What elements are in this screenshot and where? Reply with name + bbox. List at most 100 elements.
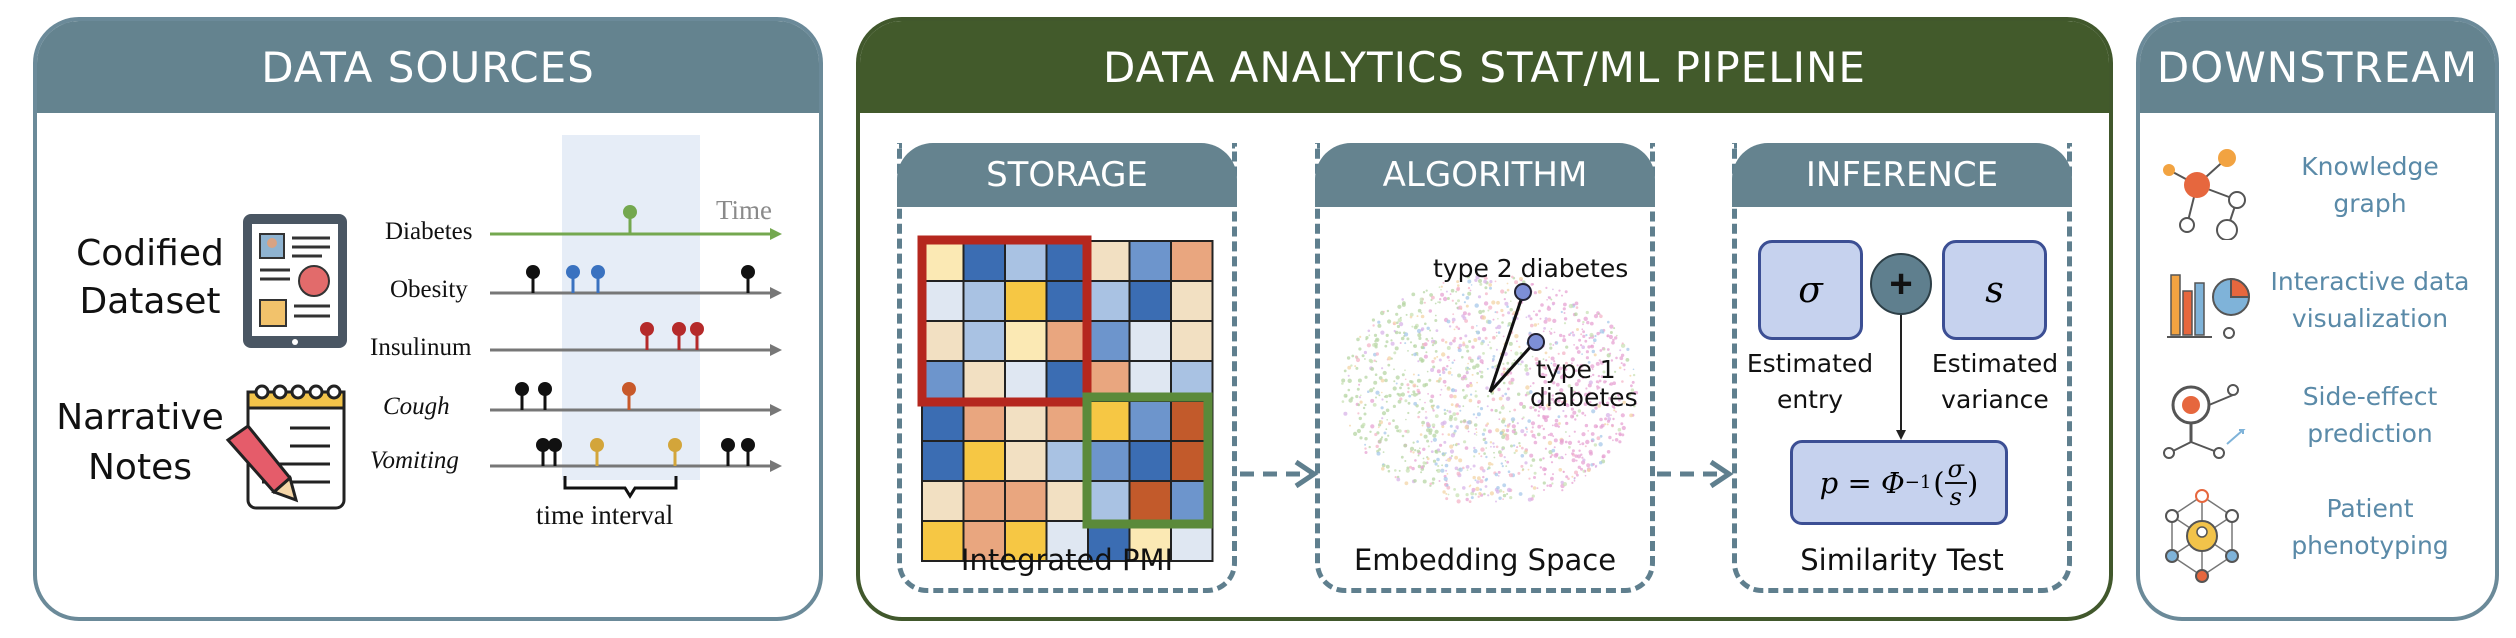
embedding-point bbox=[1498, 411, 1502, 414]
embedding-point bbox=[1570, 414, 1575, 419]
embedding-point bbox=[1452, 339, 1456, 343]
embedding-point bbox=[1574, 382, 1579, 387]
embedding-point bbox=[1411, 393, 1413, 396]
embedding-point bbox=[1495, 335, 1498, 337]
embedding-point bbox=[1522, 404, 1526, 409]
embedding-point bbox=[1623, 368, 1626, 371]
embedding-point bbox=[1470, 393, 1473, 396]
embedding-point bbox=[1590, 375, 1592, 378]
embedding-point bbox=[1584, 423, 1589, 428]
embedding-point bbox=[1434, 350, 1438, 353]
time-interval-label: time interval bbox=[536, 500, 674, 530]
embedding-point bbox=[1431, 295, 1435, 300]
embedding-point bbox=[1568, 435, 1571, 437]
embedding-point bbox=[1446, 484, 1449, 487]
embedding-point bbox=[1452, 313, 1455, 316]
embedding-point bbox=[1451, 299, 1454, 302]
embedding-point bbox=[1574, 454, 1578, 458]
embedding-point bbox=[1496, 324, 1502, 330]
embedding-point bbox=[1581, 456, 1584, 459]
embedding-point bbox=[1490, 408, 1494, 412]
embedding-point bbox=[1599, 349, 1603, 352]
embedding-point bbox=[1606, 334, 1610, 338]
timeline-row-diabetes: Diabetes bbox=[385, 218, 473, 245]
embedding-point bbox=[1532, 382, 1535, 385]
embedding-point bbox=[1562, 409, 1565, 413]
embedding-point bbox=[1407, 350, 1409, 352]
embedding-point bbox=[1620, 362, 1623, 365]
embedding-point bbox=[1621, 380, 1624, 383]
embedding-point bbox=[1435, 380, 1439, 383]
embedding-point bbox=[1440, 468, 1445, 473]
embedding-point bbox=[1509, 496, 1513, 500]
embedding-point bbox=[1467, 356, 1472, 361]
embedding-point bbox=[1447, 457, 1451, 462]
type1-point bbox=[1527, 333, 1545, 351]
embedding-point bbox=[1445, 290, 1448, 293]
embedding-point bbox=[1445, 497, 1449, 501]
embedding-point bbox=[1473, 423, 1478, 427]
embedding-point bbox=[1593, 353, 1597, 357]
embedding-point bbox=[1547, 440, 1553, 446]
embedding-point bbox=[1567, 477, 1570, 481]
embedding-point bbox=[1482, 309, 1485, 313]
embedding-point bbox=[1445, 452, 1447, 454]
embedding-point bbox=[1517, 392, 1521, 396]
embedding-point bbox=[1393, 351, 1397, 355]
embedding-point bbox=[1551, 394, 1555, 397]
embedding-point bbox=[1449, 293, 1452, 295]
embedding-point bbox=[1550, 461, 1554, 464]
embedding-point bbox=[1504, 392, 1508, 396]
embedding-point bbox=[1451, 321, 1455, 324]
embedding-point bbox=[1442, 370, 1446, 375]
embedding-point bbox=[1432, 365, 1436, 369]
tablet-icon bbox=[243, 214, 347, 348]
embedding-point bbox=[1380, 330, 1385, 335]
embedding-point bbox=[1495, 445, 1499, 449]
embedding-point bbox=[1462, 311, 1467, 316]
embedding-point bbox=[1430, 298, 1433, 302]
embedding-point bbox=[1368, 334, 1371, 337]
embedding-point bbox=[1413, 401, 1418, 406]
embedding-point bbox=[1440, 285, 1443, 288]
embedding-point bbox=[1568, 333, 1571, 337]
embedding-point bbox=[1357, 412, 1360, 415]
embedding-point bbox=[1505, 428, 1510, 433]
knowledge-graph-label: Knowledge graph bbox=[2301, 152, 2439, 218]
embedding-point bbox=[1475, 363, 1480, 368]
embedding-point bbox=[1464, 376, 1467, 379]
embedding-point bbox=[1417, 308, 1422, 313]
embedding-point bbox=[1453, 359, 1456, 362]
embedding-point bbox=[1492, 357, 1495, 361]
embedding-point bbox=[1411, 292, 1416, 297]
embedding-point bbox=[1578, 449, 1581, 452]
embedding-point bbox=[1456, 471, 1461, 476]
embedding-point bbox=[1480, 370, 1484, 374]
embedding-point bbox=[1525, 428, 1528, 431]
embedding-point bbox=[1437, 301, 1439, 303]
embedding-point bbox=[1603, 380, 1607, 384]
embedding-point bbox=[1464, 425, 1469, 430]
embedding-point bbox=[1428, 378, 1432, 382]
embedding-point bbox=[1454, 455, 1458, 460]
narrative-notes-label: Narrative Notes bbox=[56, 397, 224, 488]
embedding-point bbox=[1622, 400, 1626, 405]
embedding-point bbox=[1495, 489, 1500, 494]
embedding-point bbox=[1489, 346, 1493, 350]
embedding-point bbox=[1374, 340, 1377, 343]
embedding-point bbox=[1365, 336, 1369, 340]
embedding-point bbox=[1541, 424, 1544, 427]
embedding-point bbox=[1392, 386, 1397, 391]
s-box: s bbox=[1942, 240, 2047, 340]
embedding-point bbox=[1565, 345, 1569, 349]
embedding-point bbox=[1534, 436, 1537, 439]
embedding-point bbox=[1564, 440, 1568, 444]
embedding-point bbox=[1472, 413, 1476, 416]
embedding-point bbox=[1405, 313, 1408, 316]
embedding-point bbox=[1529, 453, 1534, 458]
embedding-point bbox=[1479, 282, 1483, 286]
embedding-point bbox=[1564, 361, 1568, 365]
embedding-point bbox=[1513, 408, 1517, 412]
embedding-point bbox=[1350, 364, 1353, 367]
embedding-point bbox=[1529, 317, 1533, 321]
